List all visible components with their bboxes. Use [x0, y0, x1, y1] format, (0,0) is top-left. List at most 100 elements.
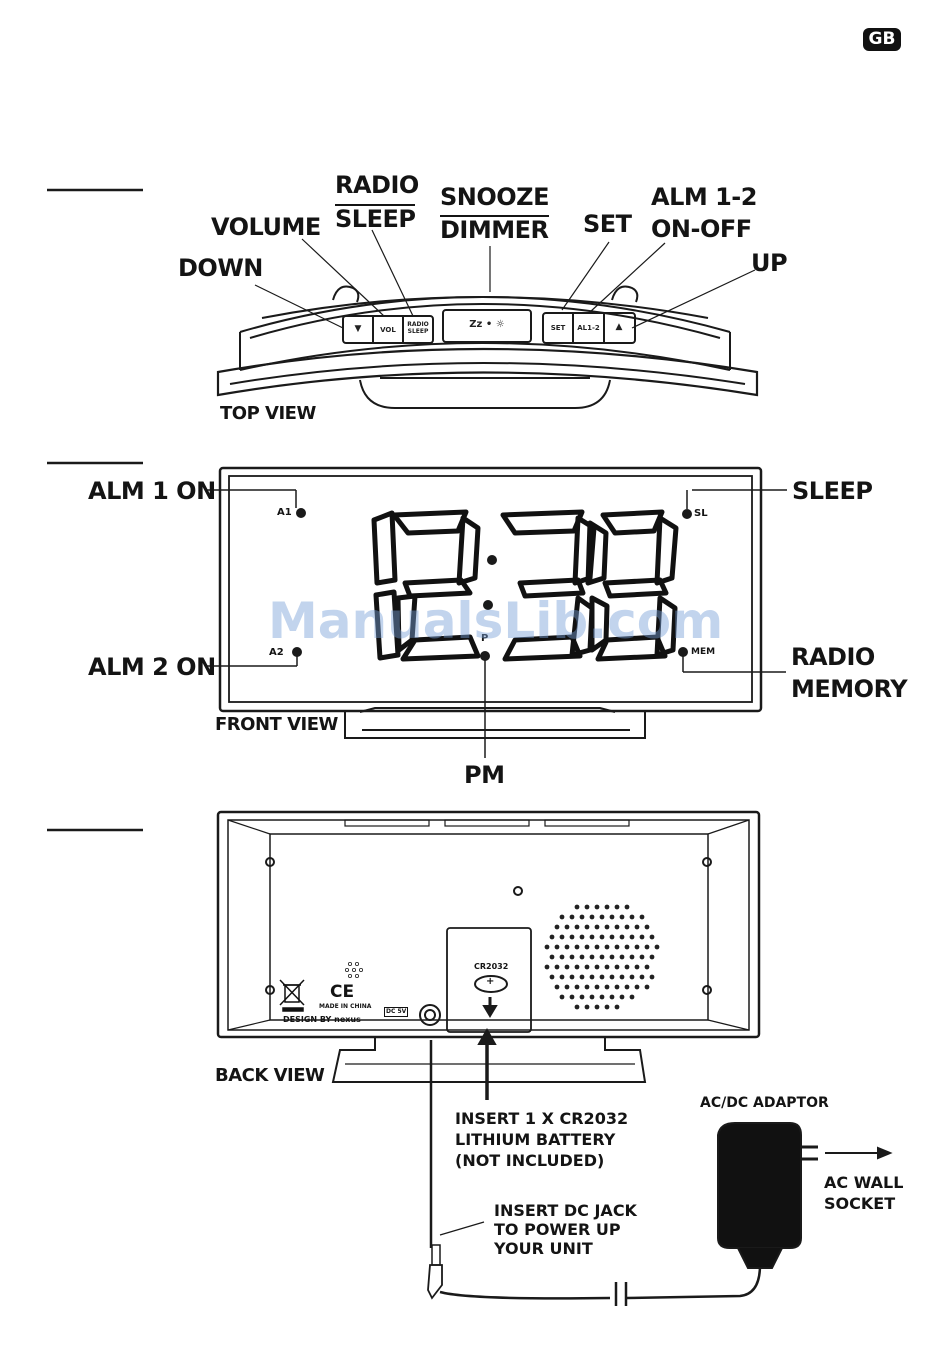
label-volume: VOLUME — [211, 213, 321, 241]
speaker-hole — [649, 934, 655, 940]
speaker-hole — [624, 924, 630, 930]
speaker-hole — [589, 934, 595, 940]
radio-button-text: RADIO — [407, 321, 429, 328]
speaker-hole — [589, 974, 595, 980]
speaker-grille — [544, 904, 660, 1010]
speaker-hole — [634, 964, 640, 970]
speaker-hole — [559, 914, 565, 920]
speaker-hole — [549, 934, 555, 940]
speaker-hole — [629, 914, 635, 920]
watermark: ManualsLib.com — [268, 592, 724, 650]
speaker-hole — [619, 954, 625, 960]
language-badge: GB — [863, 28, 901, 51]
speaker-hole — [609, 914, 615, 920]
indicator-mem: MEM — [691, 647, 716, 657]
caption-back-view: BACK VIEW — [215, 1065, 325, 1086]
speaker-hole — [619, 974, 625, 980]
label-snooze: SNOOZE — [440, 183, 549, 211]
speaker-hole — [544, 964, 550, 970]
design-label: DESIGN BY nexus — [283, 1015, 361, 1024]
caption-top-view: TOP VIEW — [220, 403, 316, 424]
battery-plus-icon: + — [486, 976, 495, 987]
down-button-glyph: ▼ — [354, 324, 362, 334]
label-alm2-on: ALM 2 ON — [88, 653, 216, 681]
alm-button-text: AL1-2 — [577, 324, 600, 332]
speaker-hole — [604, 944, 610, 950]
speaker-hole — [604, 1004, 610, 1010]
speaker-hole — [559, 954, 565, 960]
battery-note: INSERT 1 X CR2032 LITHIUM BATTERY (NOT I… — [455, 1109, 629, 1170]
speaker-hole — [619, 914, 625, 920]
speaker-hole — [579, 934, 585, 940]
speaker-hole — [599, 934, 605, 940]
speaker-hole — [559, 974, 565, 980]
speaker-hole — [574, 944, 580, 950]
speaker-hole — [629, 934, 635, 940]
mini-grille — [344, 962, 363, 979]
speaker-hole — [584, 924, 590, 930]
speaker-hole — [609, 974, 615, 980]
speaker-hole — [624, 984, 630, 990]
label-memory: MEMORY — [791, 675, 908, 703]
speaker-hole — [554, 984, 560, 990]
speaker-hole — [589, 994, 595, 1000]
speaker-hole — [584, 964, 590, 970]
speaker-hole — [599, 954, 605, 960]
speaker-hole — [604, 964, 610, 970]
speaker-hole — [579, 954, 585, 960]
speaker-hole — [574, 924, 580, 930]
speaker-hole — [594, 1004, 600, 1010]
speaker-hole — [639, 914, 645, 920]
speaker-hole — [609, 954, 615, 960]
label-pm: PM — [464, 761, 505, 789]
speaker-hole — [584, 1004, 590, 1010]
speaker-hole — [564, 984, 570, 990]
label-up: UP — [751, 249, 788, 277]
speaker-hole — [629, 994, 635, 1000]
speaker-hole — [624, 964, 630, 970]
speaker-hole — [604, 984, 610, 990]
speaker-hole — [614, 944, 620, 950]
speaker-hole — [644, 984, 650, 990]
speaker-hole — [564, 964, 570, 970]
label-set: SET — [583, 210, 632, 238]
battery-label: CR2032 — [474, 962, 509, 971]
speaker-hole — [574, 984, 580, 990]
speaker-hole — [549, 974, 555, 980]
mini-grille-hole — [354, 962, 359, 967]
speaker-hole — [594, 984, 600, 990]
speaker-hole — [589, 954, 595, 960]
label-radio-mem: RADIO — [791, 643, 875, 671]
speaker-hole — [619, 994, 625, 1000]
speaker-hole — [614, 904, 620, 910]
speaker-hole — [634, 944, 640, 950]
speaker-hole — [564, 924, 570, 930]
mini-grille-hole — [354, 974, 359, 979]
mini-grille-hole — [347, 962, 352, 967]
speaker-hole — [554, 964, 560, 970]
label-radio: RADIO — [335, 171, 419, 199]
adaptor-title: AC/DC ADAPTOR — [700, 1095, 829, 1111]
speaker-hole — [604, 924, 610, 930]
indicator-a1: A1 — [277, 507, 292, 518]
speaker-hole — [574, 904, 580, 910]
speaker-hole — [614, 1004, 620, 1010]
speaker-hole — [614, 924, 620, 930]
speaker-hole — [644, 924, 650, 930]
speaker-hole — [599, 974, 605, 980]
speaker-hole — [649, 974, 655, 980]
speaker-hole — [559, 934, 565, 940]
sleep-button-text: SLEEP — [407, 328, 429, 335]
caption-front-view: FRONT VIEW — [215, 714, 338, 735]
speaker-hole — [584, 944, 590, 950]
label-dimmer: DIMMER — [440, 215, 549, 244]
speaker-hole — [589, 914, 595, 920]
ce-mark: CE — [330, 982, 355, 1002]
speaker-hole — [624, 944, 630, 950]
speaker-hole — [649, 954, 655, 960]
top-view-drawing — [216, 229, 759, 409]
speaker-hole — [639, 954, 645, 960]
speaker-hole — [604, 904, 610, 910]
speaker-hole — [569, 934, 575, 940]
